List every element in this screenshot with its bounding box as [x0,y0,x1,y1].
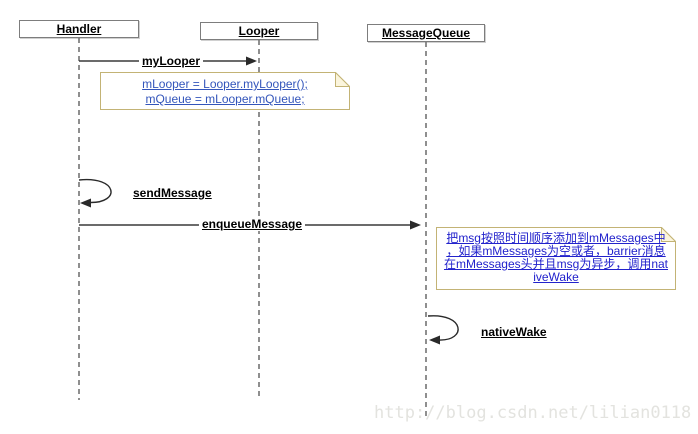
note-line: 把msg按照时间顺序添加到mMessages中 [446,231,666,245]
note-outline [100,72,350,110]
note-line: ，如果mMessages为空或者，barrier消息 [446,244,666,258]
participant-box-handler: Handler [19,20,139,38]
arrowhead-icon [80,198,91,208]
note-line: mLooper = Looper.myLooper(); [142,77,308,91]
note-mlooper-code: mLooper = Looper.myLooper(); mQueue = mL… [100,72,350,110]
self-arrow-nativewake [427,315,459,345]
self-arrow-sendmessage [78,178,112,208]
participant-box-looper: Looper [200,22,318,40]
participant-box-messagequeue: MessageQueue [367,24,485,42]
arrowhead-icon [429,335,440,345]
message-label-nativewake: nativeWake [478,325,550,339]
message-label-mylooper: myLooper [138,54,204,68]
message-label-sendmessage: sendMessage [130,186,215,200]
note-fold-icon [661,227,676,242]
participant-label-looper: Looper [238,24,280,38]
note-fold-icon [335,72,350,87]
participant-label-handler: Handler [56,22,102,36]
arrowhead-icon [246,56,257,66]
lifeline-handler [78,38,80,400]
participant-label-messagequeue: MessageQueue [381,26,471,40]
note-line: iveWake [533,270,579,284]
note-line: 在mMessages头并且msg为异步，调用nat [443,257,669,271]
message-label-enqueuemessage: enqueueMessage [198,217,306,231]
watermark-url: http://blog.csdn.net/lilian0118 [374,403,692,423]
note-outline [436,227,676,290]
note-line: mQueue = mLooper.mQueue; [145,92,305,106]
note-enqueue-description: 把msg按照时间顺序添加到mMessages中 ，如果mMessages为空或者… [436,227,676,290]
arrowhead-icon [410,220,421,230]
lifeline-messagequeue [425,42,427,416]
